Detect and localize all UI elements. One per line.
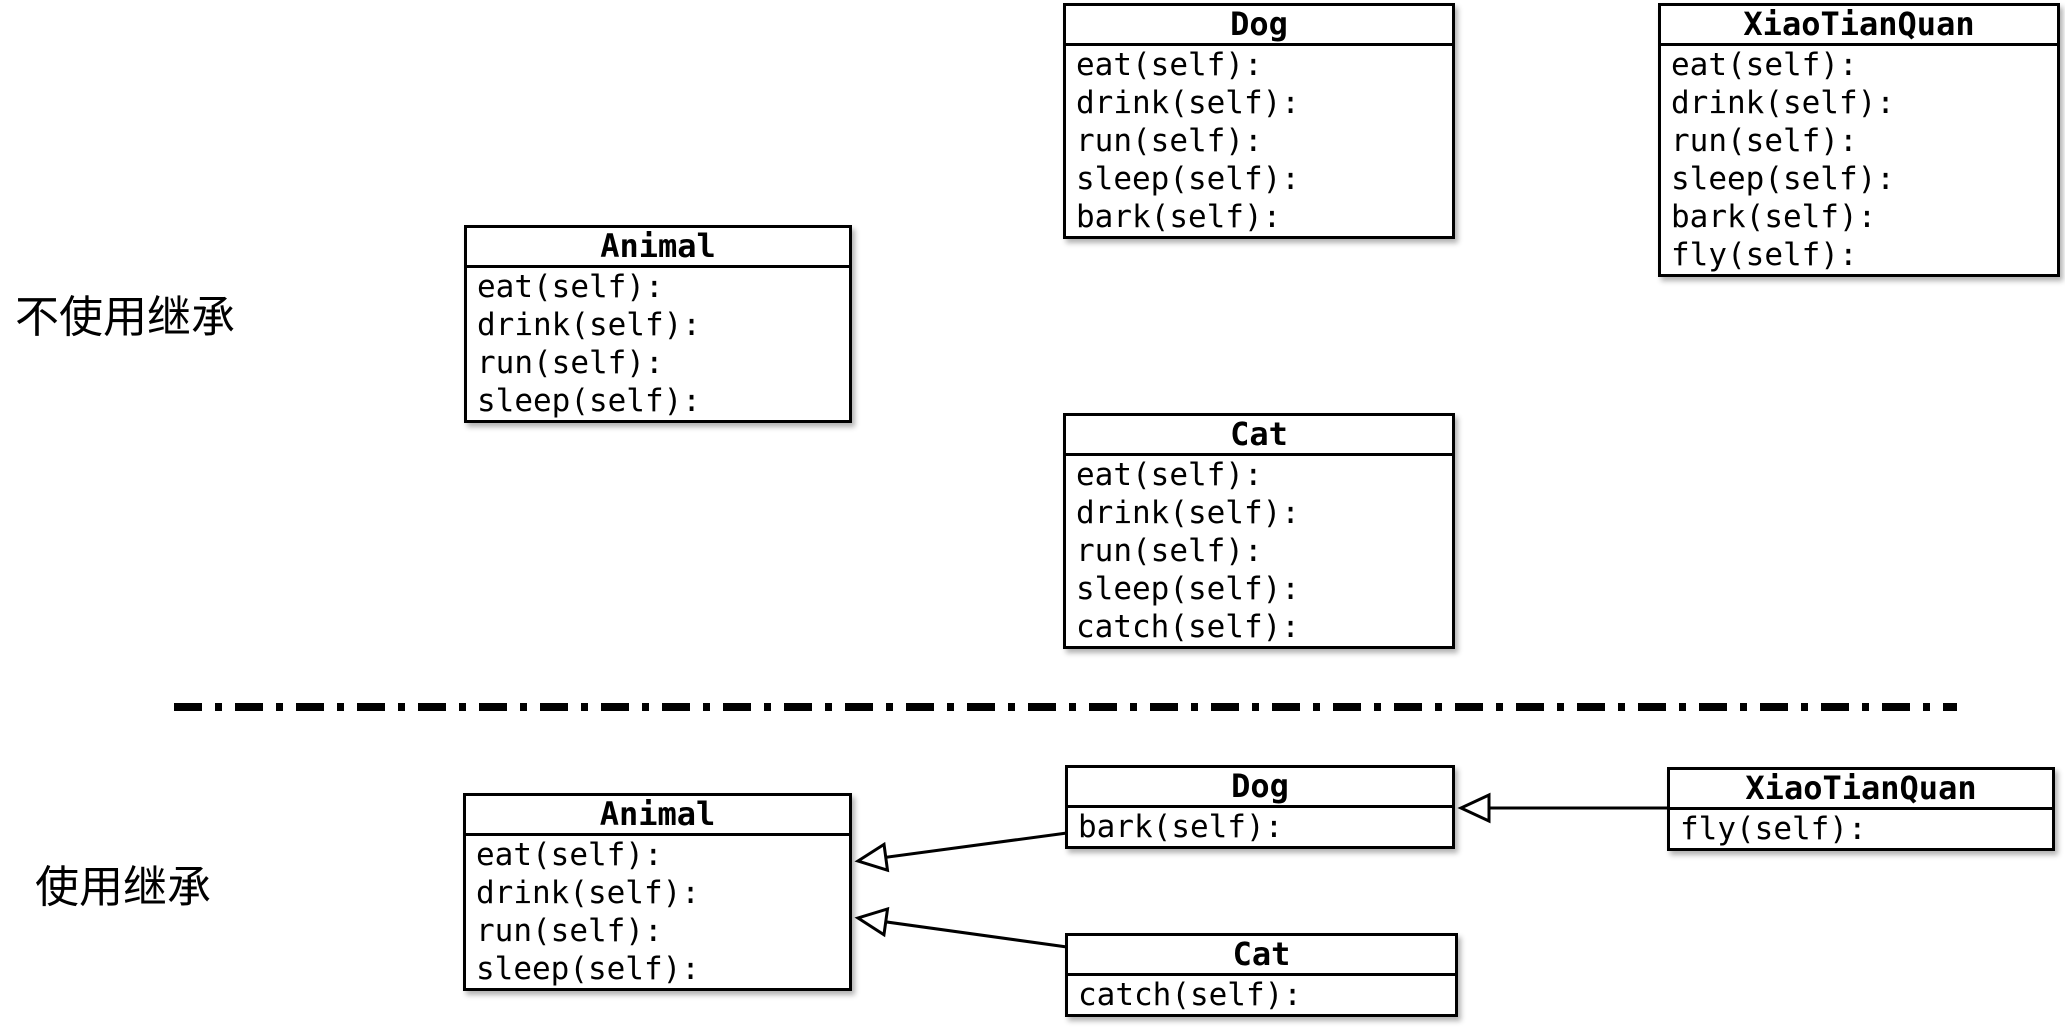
class-box-dog-no-inheritance: Dog eat(self): drink(self): run(self): s… <box>1063 3 1455 239</box>
method-label: sleep(self): <box>1076 571 1300 607</box>
inheritance-arrow-dog-to-animal <box>854 831 1068 873</box>
method-label: fly(self): <box>1671 237 1858 273</box>
method-label: catch(self): <box>1078 977 1302 1013</box>
class-name: Animal <box>467 228 849 268</box>
class-name: XiaoTianQuan <box>1661 6 2057 46</box>
class-name: Cat <box>1068 936 1455 976</box>
method-label: drink(self): <box>1671 85 1895 121</box>
class-name: Dog <box>1066 6 1452 46</box>
class-box-cat-no-inheritance: Cat eat(self): drink(self): run(self): s… <box>1063 413 1455 649</box>
method-list: eat(self): drink(self): run(self): sleep… <box>467 268 849 420</box>
section-label-inheritance: 使用继承 <box>35 863 211 912</box>
method-label: eat(self): <box>476 837 663 873</box>
method-list: catch(self): <box>1068 976 1455 1014</box>
method-label: sleep(self): <box>1076 161 1300 197</box>
method-label: run(self): <box>1671 123 1858 159</box>
method-label: sleep(self): <box>1671 161 1895 197</box>
method-label: drink(self): <box>1076 495 1300 531</box>
method-label: run(self): <box>476 913 663 949</box>
method-label: drink(self): <box>476 875 700 911</box>
method-label: bark(self): <box>1078 809 1284 845</box>
method-label: sleep(self): <box>476 951 700 987</box>
class-box-xiaotianquan-no-inheritance: XiaoTianQuan eat(self): drink(self): run… <box>1658 3 2060 277</box>
class-box-animal-no-inheritance: Animal eat(self): drink(self): run(self)… <box>464 225 852 423</box>
method-label: run(self): <box>477 345 664 381</box>
class-box-dog-inheritance: Dog bark(self): <box>1065 765 1455 849</box>
method-label: run(self): <box>1076 123 1263 159</box>
method-label: sleep(self): <box>477 383 701 419</box>
class-name: Cat <box>1066 416 1452 456</box>
class-box-xiaotianquan-inheritance: XiaoTianQuan fly(self): <box>1667 767 2055 851</box>
method-label: drink(self): <box>477 307 701 343</box>
method-list: fly(self): <box>1670 810 2052 848</box>
class-name: Dog <box>1068 768 1452 808</box>
method-label: eat(self): <box>1076 457 1263 493</box>
class-name: XiaoTianQuan <box>1670 770 2052 810</box>
method-label: bark(self): <box>1076 199 1282 235</box>
method-label: bark(self): <box>1671 199 1877 235</box>
method-list: eat(self): drink(self): run(self): sleep… <box>1661 46 2057 274</box>
method-list: eat(self): drink(self): run(self): sleep… <box>466 836 849 988</box>
method-label: fly(self): <box>1680 811 1867 847</box>
method-label: eat(self): <box>1671 47 1858 83</box>
section-label-no-inheritance: 不使用继承 <box>15 293 235 342</box>
method-list: eat(self): drink(self): run(self): sleep… <box>1066 46 1452 236</box>
class-box-cat-inheritance: Cat catch(self): <box>1065 933 1458 1017</box>
method-label: eat(self): <box>1076 47 1263 83</box>
method-list: bark(self): <box>1068 808 1452 846</box>
class-box-animal-inheritance: Animal eat(self): drink(self): run(self)… <box>463 793 852 991</box>
method-label: drink(self): <box>1076 85 1300 121</box>
method-list: eat(self): drink(self): run(self): sleep… <box>1066 456 1452 646</box>
method-label: run(self): <box>1076 533 1263 569</box>
inheritance-arrow-cat-to-animal <box>854 906 1068 949</box>
class-name: Animal <box>466 796 849 836</box>
method-label: eat(self): <box>477 269 664 305</box>
method-label: catch(self): <box>1076 609 1300 645</box>
